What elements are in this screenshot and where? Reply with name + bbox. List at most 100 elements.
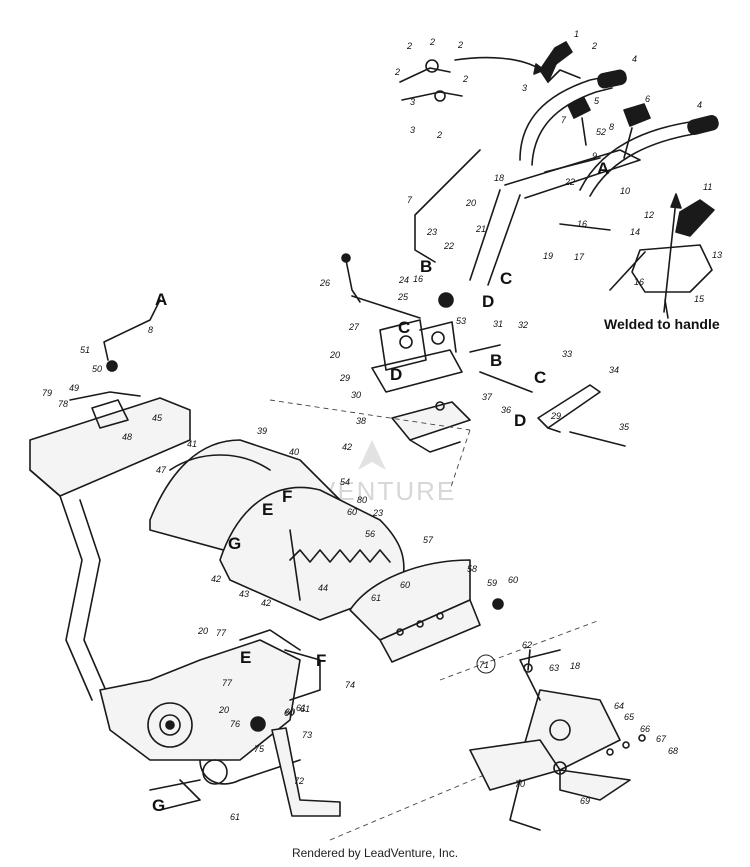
footer-credit: Rendered by LeadVenture, Inc.: [291, 846, 459, 860]
handle-base-assembly: [341, 253, 626, 453]
part-callout-106: 61: [300, 704, 310, 714]
part-callout-89: 71: [479, 660, 489, 670]
part-callout-81: 18: [570, 661, 580, 671]
part-callout-101: 20: [218, 705, 229, 715]
part-callout-91: 73: [302, 730, 312, 740]
part-callout-69: 57: [423, 535, 434, 545]
part-callout-2: 2: [429, 37, 435, 47]
part-callout-38: 25: [397, 292, 409, 302]
letter-a-shield: A: [155, 290, 167, 309]
part-callout-83: 65: [624, 712, 635, 722]
tine-hood-assembly: [149, 399, 601, 841]
part-callout-29: 17: [574, 252, 585, 262]
part-callout-16: 7: [407, 195, 413, 205]
part-callout-26: 16: [577, 219, 587, 229]
part-callout-10: 3: [410, 97, 415, 107]
welded-note: Welded to handle: [604, 316, 720, 332]
part-callout-87: 69: [580, 796, 590, 806]
part-callout-17: 8: [148, 325, 153, 335]
part-callout-71: 59: [487, 578, 497, 588]
part-callout-77: 61: [296, 703, 306, 713]
part-callout-6: 2: [462, 74, 468, 84]
part-callout-49: 37: [482, 392, 493, 402]
transmission-assembly: [99, 629, 341, 817]
part-callout-80: 63: [549, 663, 559, 673]
part-callout-44: 32: [518, 320, 528, 330]
part-callout-20: 10: [620, 186, 630, 196]
part-callout-14: 6: [645, 94, 650, 104]
letter-c-upper: C: [500, 269, 512, 288]
part-callout-25: 15: [694, 294, 705, 304]
part-callout-48: 36: [501, 405, 511, 415]
part-callout-21: 11: [703, 182, 712, 192]
part-callout-75: 60: [285, 707, 295, 717]
part-callout-86: 68: [668, 746, 678, 756]
part-callout-94: 76: [230, 719, 240, 729]
letter-d-right: D: [514, 411, 526, 430]
part-callout-8: 3: [522, 83, 527, 93]
part-callout-15: 7: [561, 115, 567, 125]
note-arrow: [663, 199, 677, 313]
part-callout-43: 31: [493, 319, 503, 329]
part-callout-39: 26: [319, 278, 330, 288]
part-callout-90: 72: [294, 776, 304, 786]
part-callout-30: 18: [494, 173, 504, 183]
part-callout-31: 19: [543, 251, 553, 261]
part-callout-4: 2: [591, 41, 597, 51]
part-callout-41: 29: [339, 373, 350, 383]
part-callout-95: 77: [216, 628, 227, 638]
letter-e-lower: E: [240, 648, 251, 667]
note-arrowhead-icon: [670, 193, 682, 209]
letter-c-mid: C: [398, 318, 410, 337]
letter-g-upper: G: [228, 534, 241, 553]
part-callout-76: 61: [371, 593, 381, 603]
part-callout-24: 14: [630, 227, 640, 237]
letter-b-lower: B: [490, 351, 502, 370]
part-callout-46: 34: [609, 365, 619, 375]
part-callout-72: 60: [347, 507, 357, 517]
part-callout-34: 22: [443, 241, 454, 251]
part-callout-74: 60: [508, 575, 518, 585]
part-callout-57: 43: [239, 589, 249, 599]
tine-assembly: [469, 649, 646, 831]
part-callout-23: 13: [712, 250, 722, 260]
leadventure-watermark-icon: [358, 440, 386, 470]
part-callout-100: 20: [197, 626, 208, 636]
part-callout-65: 52: [596, 127, 606, 137]
part-callout-68: 56: [365, 529, 375, 539]
part-callout-84: 66: [640, 724, 650, 734]
part-callout-64: 51: [80, 345, 90, 355]
part-callout-56: 42: [261, 598, 271, 608]
part-callout-63: 50: [92, 364, 102, 374]
part-callout-82: 64: [614, 701, 624, 711]
part-callout-0: 1: [574, 29, 579, 39]
part-callout-37: 24: [398, 275, 409, 285]
part-callout-19: 9: [592, 151, 597, 161]
letter-c-right: C: [534, 368, 546, 387]
part-callout-54: 42: [342, 442, 352, 452]
part-callout-103: 29: [550, 411, 561, 421]
part-callout-18: 8: [609, 122, 614, 132]
reference-letters: A A B B C C C D D D E E F F G G: [152, 159, 609, 815]
part-callout-13: 5: [594, 96, 600, 106]
part-callout-36: 23: [426, 227, 437, 237]
part-callout-55: 42: [211, 574, 221, 584]
letter-e-upper: E: [262, 500, 273, 519]
letter-f-upper: F: [282, 487, 292, 506]
letter-g-lower: G: [152, 796, 165, 815]
part-callout-79: 62: [522, 640, 532, 650]
part-callout-53: 41: [187, 439, 197, 449]
part-callout-66: 53: [456, 316, 466, 326]
part-callout-27: 16: [413, 274, 423, 284]
part-callout-104: 23: [372, 508, 383, 518]
part-callout-28: 16: [634, 277, 644, 287]
part-callout-35: 22: [564, 177, 575, 187]
part-callout-11: 4: [632, 54, 637, 64]
letter-d-mid: D: [390, 365, 402, 384]
part-callout-22: 12: [644, 210, 654, 220]
part-callout-102: 20: [329, 350, 340, 360]
part-callout-5: 2: [394, 67, 400, 77]
part-callout-62: 49: [69, 383, 79, 393]
part-callout-105: 60: [284, 708, 294, 718]
part-callout-73: 60: [400, 580, 410, 590]
